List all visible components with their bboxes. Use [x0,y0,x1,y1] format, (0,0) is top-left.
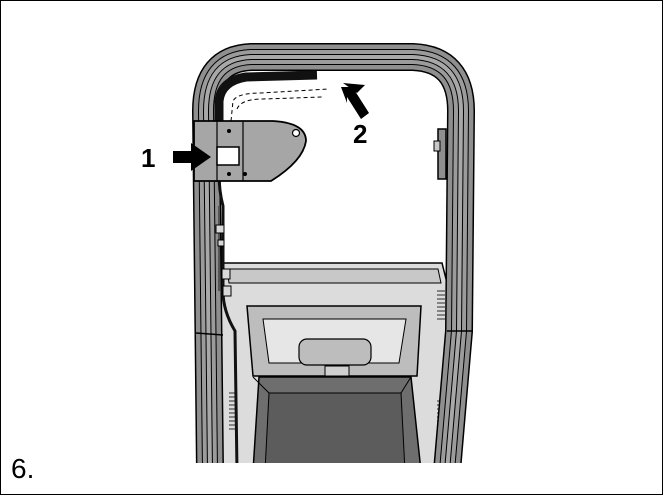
mower-handle [192,43,475,463]
arrow-1-icon [173,143,211,171]
switch-bracket [193,120,307,182]
switch-button [216,146,240,166]
arrow-2-icon [341,83,369,119]
mower-deck [218,262,448,463]
cable-alternate-position [230,88,330,122]
callout-label-1: 1 [141,143,156,173]
control-cable [214,70,318,463]
callout-label-2: 2 [353,119,368,149]
step-number: 6. [11,453,35,484]
